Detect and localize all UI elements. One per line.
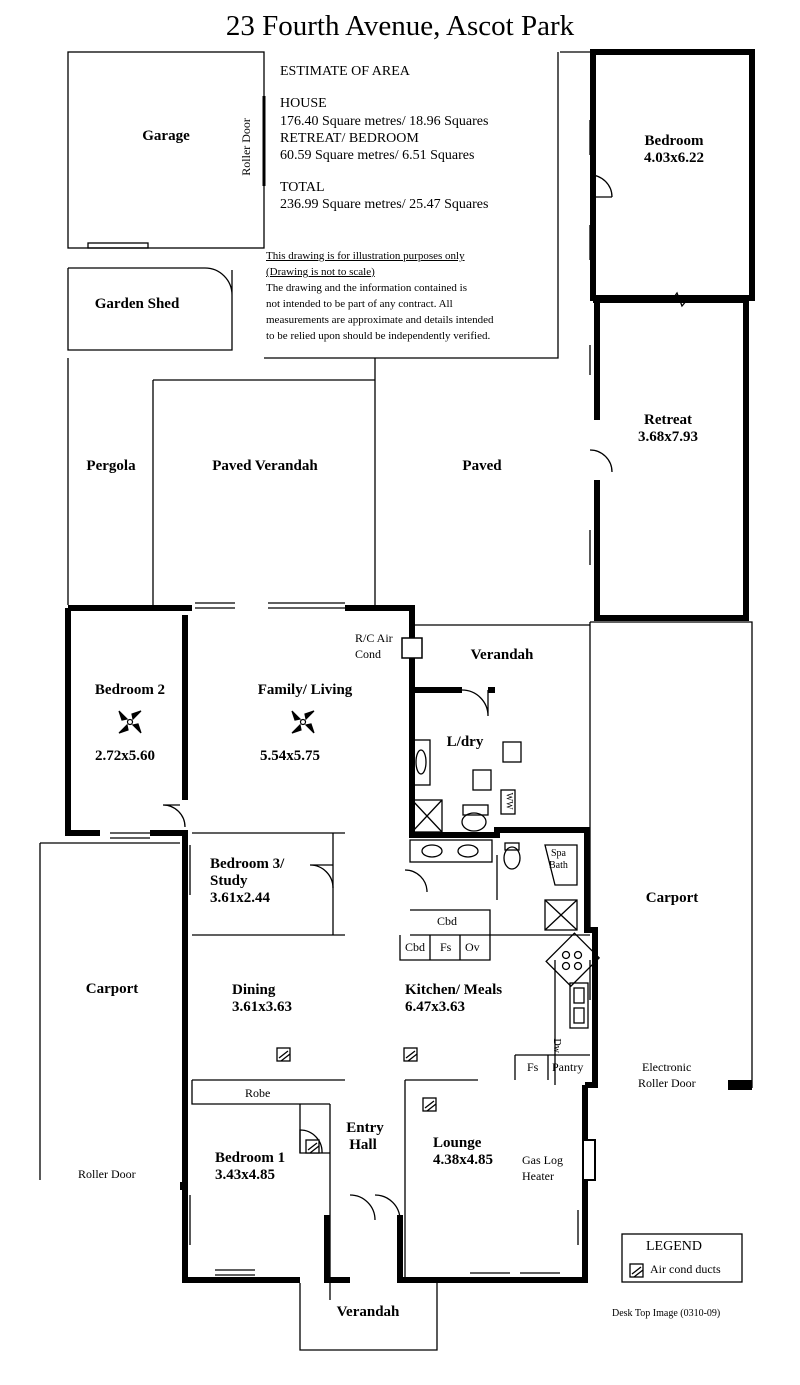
legend-heading: LEGEND bbox=[646, 1239, 702, 1254]
electronic-label-1: Electronic bbox=[642, 1060, 692, 1074]
disclaimer-line1: This drawing is for illustration purpose… bbox=[266, 250, 465, 262]
fan-icon-family bbox=[291, 710, 315, 734]
garage-outline bbox=[67, 51, 265, 249]
bedroom1-label: Bedroom 1 bbox=[215, 1150, 286, 1166]
total-label: TOTAL bbox=[280, 180, 325, 195]
air-duct-icon-lounge bbox=[422, 1097, 437, 1112]
disclaimer-line5: measurements are approximate and details… bbox=[266, 314, 494, 326]
disclaimer-line4: not intended to be part of any contract.… bbox=[266, 298, 453, 310]
retreat-dim: 3.68x7.93 bbox=[638, 429, 698, 445]
pergola-lines bbox=[67, 358, 376, 605]
house-label: HOUSE bbox=[280, 96, 327, 111]
paved-verandah-label: Paved Verandah bbox=[212, 458, 318, 474]
carport-right-label: Carport bbox=[645, 890, 699, 906]
rc-air-unit bbox=[401, 637, 423, 659]
footer-credit: Desk Top Image (0310-09) bbox=[612, 1308, 721, 1319]
total-value: 236.99 Square metres/ 25.47 Squares bbox=[280, 197, 489, 212]
laundry-label: L/dry bbox=[446, 734, 484, 750]
cooktop bbox=[545, 932, 601, 988]
kitchen-sink bbox=[569, 982, 589, 1029]
ov-label: Ov bbox=[465, 940, 480, 954]
lounge-label: Lounge bbox=[433, 1135, 482, 1151]
gas-log-label-2: Heater bbox=[522, 1169, 554, 1183]
entry-label-1: Entry bbox=[346, 1120, 384, 1136]
gas-log-heater bbox=[582, 1139, 596, 1181]
dining-label: Dining bbox=[232, 982, 276, 998]
disclaimer-line2: (Drawing is not to scale) bbox=[266, 266, 375, 278]
garden-shed-label: Garden Shed bbox=[94, 296, 180, 312]
garage-label: Garage bbox=[142, 128, 190, 144]
electronic-label-2: Roller Door bbox=[638, 1076, 696, 1090]
cbd-label: Cbd bbox=[437, 914, 458, 928]
air-duct-icon-legend bbox=[629, 1263, 644, 1278]
cbd2-label: Cbd bbox=[405, 940, 426, 954]
bedroom2-dim: 2.72x5.60 bbox=[95, 748, 155, 764]
air-duct-icon-kitchen bbox=[403, 1047, 418, 1062]
page-title: 23 Fourth Avenue, Ascot Park bbox=[225, 10, 575, 42]
carport-left-label: Carport bbox=[85, 981, 139, 997]
air-duct-icon-dining bbox=[276, 1047, 291, 1062]
disclaimer-line6: to be relied upon should be independentl… bbox=[266, 330, 491, 342]
dining-dim: 3.61x3.63 bbox=[232, 999, 292, 1015]
spa-bath bbox=[544, 844, 578, 886]
verandah-right-label: Verandah bbox=[470, 647, 534, 663]
spa-label-1: Spa bbox=[551, 848, 566, 859]
roller-door-left-label: Roller Door bbox=[78, 1167, 136, 1181]
retreat-label: RETREAT/ BEDROOM bbox=[280, 131, 419, 146]
air-duct-icon-hall bbox=[305, 1139, 320, 1154]
legend-item: Air cond ducts bbox=[650, 1262, 721, 1276]
bedroom3-label-b: Study bbox=[210, 873, 248, 889]
verandah-bottom-label: Verandah bbox=[336, 1304, 400, 1320]
house-value: 176.40 Square metres/ 18.96 Squares bbox=[280, 114, 489, 129]
carport-left-outline bbox=[39, 842, 180, 1180]
bedroom-top-label: Bedroom bbox=[644, 133, 704, 149]
entry-label-2: Hall bbox=[349, 1137, 377, 1153]
info-box-border bbox=[264, 52, 559, 359]
spa-label-2: Bath bbox=[549, 860, 568, 871]
garden-shed-outline bbox=[67, 267, 233, 351]
retreat-value: 60.59 Square metres/ 6.51 Squares bbox=[280, 148, 475, 163]
fs2-label: Fs bbox=[527, 1060, 539, 1074]
bedroom2-label: Bedroom 2 bbox=[94, 682, 166, 698]
rc-air-label-1: R/C Air bbox=[355, 631, 393, 645]
kitchen-dim: 6.47x3.63 bbox=[405, 999, 465, 1015]
fan-icon-bedroom2 bbox=[118, 710, 142, 734]
vanity bbox=[409, 839, 493, 863]
paved-label: Paved bbox=[462, 458, 502, 474]
estimate-heading: ESTIMATE OF AREA bbox=[280, 64, 410, 79]
robe-label: Robe bbox=[245, 1086, 271, 1100]
ww-label: WW bbox=[504, 792, 515, 810]
verandah-bottom-outline bbox=[299, 1283, 438, 1351]
bedroom1-dim: 3.43x4.85 bbox=[215, 1167, 275, 1183]
fs-label: Fs bbox=[440, 940, 452, 954]
garage-roller-door-label: Roller Door bbox=[238, 118, 253, 176]
bedroom3-label-a: Bedroom 3/ bbox=[210, 856, 285, 872]
bedroom3-dim: 3.61x2.44 bbox=[210, 890, 270, 906]
kitchen-label: Kitchen/ Meals bbox=[405, 982, 503, 998]
retreat-label: Retreat bbox=[643, 412, 693, 428]
pantry-label: Pantry bbox=[552, 1060, 584, 1074]
dw-label: Dw bbox=[550, 1038, 562, 1053]
lounge-dim: 4.38x4.85 bbox=[433, 1152, 493, 1168]
retreat-walls bbox=[590, 49, 755, 621]
family-dim: 5.54x5.75 bbox=[260, 748, 320, 764]
pergola-label: Pergola bbox=[86, 458, 136, 474]
gas-log-label-1: Gas Log bbox=[522, 1153, 563, 1167]
family-label: Family/ Living bbox=[257, 682, 353, 698]
bedroom-top-dim: 4.03x6.22 bbox=[644, 150, 704, 166]
rc-air-label-2: Cond bbox=[355, 647, 382, 661]
carport-right-outline bbox=[589, 621, 753, 1088]
disclaimer-line3: The drawing and the information containe… bbox=[266, 282, 467, 294]
garage-window bbox=[87, 242, 149, 249]
